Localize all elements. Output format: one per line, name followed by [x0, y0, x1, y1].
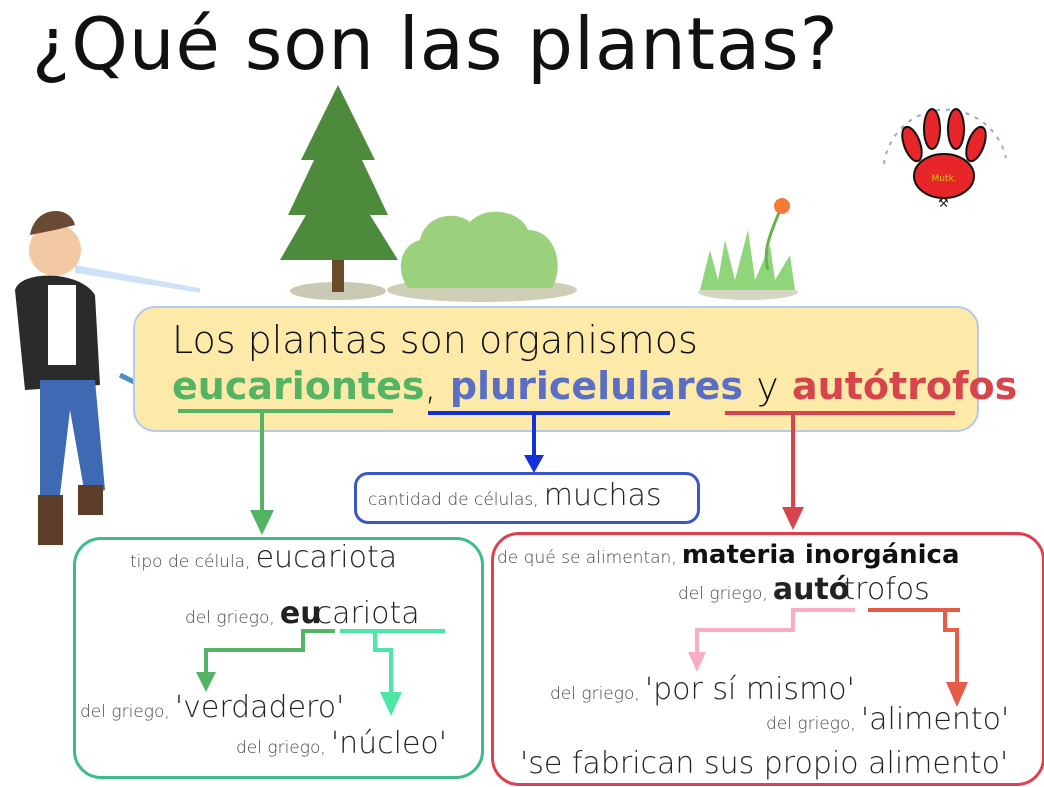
pluricelulares-box: [354, 472, 700, 524]
jeans: [40, 380, 105, 495]
speech-pointer: [75, 265, 200, 293]
arrow-down-icon: [524, 455, 544, 473]
cell-type-text: tipo de célula, eucariota: [130, 540, 397, 575]
hair: [30, 211, 75, 235]
autotrofos-box: [491, 532, 1044, 786]
definition-line1: Los plantas son organismos: [172, 318, 698, 362]
prefix: eu: [279, 596, 322, 631]
label: tipo de célula,: [130, 552, 251, 572]
label: cantidad de células,: [368, 490, 539, 510]
label: del griego,: [550, 684, 640, 704]
value: 'núcleo': [330, 726, 448, 761]
term-pluricelulares: pluricelulares: [449, 364, 744, 408]
arrow-down-icon: [380, 692, 402, 716]
definition-line2: eucariontes, pluricelulares y autótrofos: [172, 364, 1017, 408]
prefix: autó: [772, 572, 850, 607]
value: materia inorgánica: [681, 540, 960, 570]
value: 'alimento': [860, 702, 1010, 737]
conjunction: y: [756, 364, 779, 408]
root: cariota: [315, 596, 420, 631]
value: 'por sí mismo': [644, 672, 855, 707]
meaning-nucleo: del griego, 'núcleo': [236, 726, 447, 761]
label: del griego,: [236, 738, 326, 758]
logo: Mutk. ⚒: [876, 84, 1016, 210]
term-eucariontes: eucariontes: [172, 364, 425, 408]
comma: ,: [424, 364, 437, 408]
autotrofos-summary: 'se fabrican sus propio alimento': [520, 746, 1009, 781]
svg-text:⚒: ⚒: [938, 196, 949, 210]
arrow-down-icon: [196, 672, 216, 692]
boot: [38, 495, 63, 545]
head: [29, 224, 81, 276]
meaning-verdadero: del griego, 'verdadero': [80, 690, 344, 725]
flower-icon: [774, 198, 790, 214]
flower-stem: [764, 209, 782, 271]
paw-icon: Mutk. ⚒: [883, 108, 1007, 210]
tree-trunk: [332, 250, 344, 292]
value: eucariota: [255, 540, 398, 575]
eucariota-origin: del griego, eucariota: [185, 596, 420, 631]
value: 'verdadero': [174, 690, 345, 725]
pluricelulares-text: cantidad de células, muchas: [368, 478, 662, 513]
label: del griego,: [678, 584, 768, 604]
arrow-down-icon: [250, 510, 274, 535]
autotrofos-origin: del griego, autótrofos: [678, 572, 930, 607]
root: trofos: [843, 572, 930, 607]
meaning-alimento: del griego, 'alimento': [766, 702, 1009, 737]
value: muchas: [543, 478, 662, 513]
arrow-down-icon: [688, 652, 706, 672]
term-autotrofos: autótrofos: [792, 364, 1018, 408]
pine-tree-icon: [280, 85, 398, 260]
meaning-por-si-mismo: del griego, 'por sí mismo': [550, 672, 855, 707]
label: del griego,: [766, 714, 856, 734]
label: del griego,: [80, 702, 170, 722]
arrow-down-icon: [946, 682, 968, 707]
boot: [78, 485, 103, 515]
food-type-text: de qué se alimentan, materia inorgánica: [497, 540, 960, 570]
bush-icon: [400, 211, 558, 288]
eucariontes-box: [73, 537, 484, 779]
arrow-down-icon: [782, 507, 804, 530]
grass-icon: [700, 230, 795, 290]
label: de qué se alimentan,: [497, 548, 677, 568]
label: del griego,: [185, 608, 275, 628]
plants-illustration: [280, 85, 798, 302]
page-title: ¿Qué son las plantas?: [32, 2, 839, 86]
svg-text:Mutk.: Mutk.: [931, 174, 956, 184]
